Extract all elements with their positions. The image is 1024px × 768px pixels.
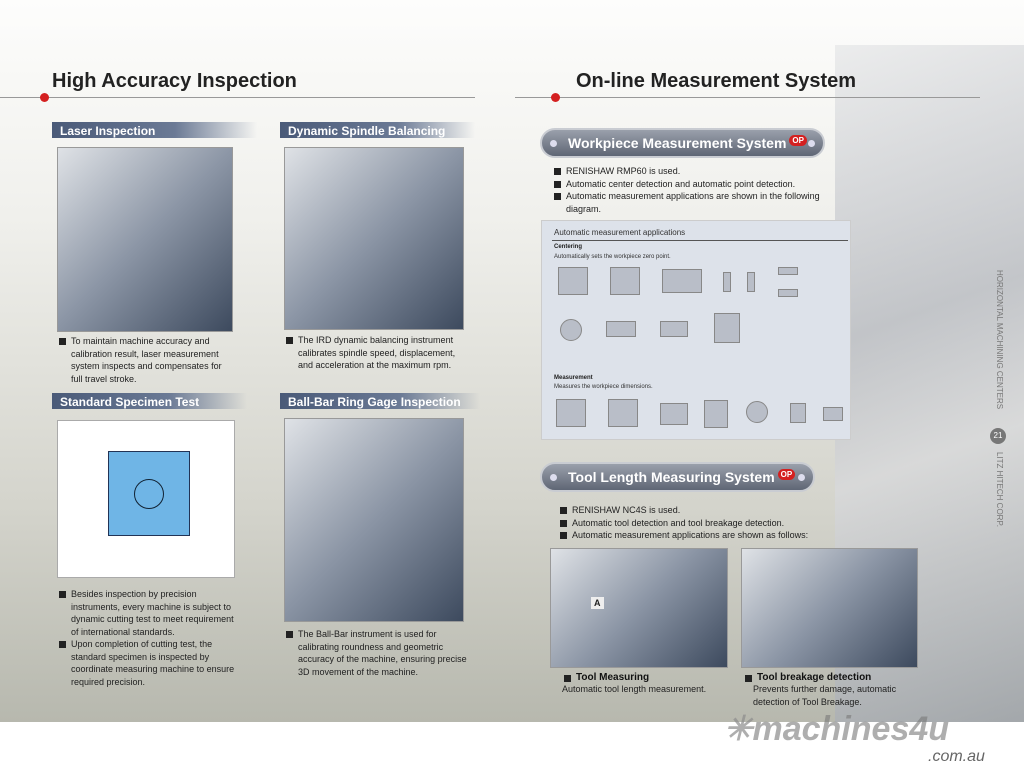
ballbar-text: The Ball-Bar instrument is used for cali… [284, 628, 474, 678]
laser-inspection-photo [57, 147, 233, 332]
watermark-brand: machines4u [752, 710, 950, 748]
tool-bullets: RENISHAW NC4S is used. Automatic tool de… [558, 504, 858, 542]
caption-tool-measuring: Tool Measuring Automatic tool length mea… [562, 672, 732, 696]
workpiece-bullets: RENISHAW RMP60 is used. Automatic center… [552, 165, 852, 215]
spindle-balancing-photo [284, 147, 464, 330]
red-dot [40, 93, 49, 102]
series-label: HORIZONTAL MACHINING CENTERS [995, 270, 1004, 410]
section-header-ballbar: Ball-Bar Ring Gage Inspection [280, 393, 480, 409]
watermark-domain: .com.au [928, 748, 985, 765]
page-number: 21 [990, 428, 1006, 444]
watermark-logo: ✳machines4u [724, 710, 950, 748]
laser-text: To maintain machine accuracy and calibra… [57, 335, 232, 385]
red-dot [551, 93, 560, 102]
measurement-desc: Measures the workpiece dimensions. [554, 384, 653, 390]
specimen-drawing [57, 420, 235, 578]
tool-breakage-photo [741, 548, 918, 668]
section-header-laser: Laser Inspection [52, 122, 257, 138]
op-badge: OP [777, 469, 796, 480]
right-title: On-line Measurement System [576, 70, 857, 92]
tool-header-label: Tool Length Measuring System [568, 469, 775, 485]
caption-title: Tool breakage detection [743, 672, 903, 683]
divider [515, 97, 980, 98]
company-label: LITZ HITECH CORP. [995, 452, 1004, 527]
caption-desc: Automatic tool length measurement. [562, 684, 707, 694]
section-header-spindle: Dynamic Spindle Balancing [280, 122, 475, 138]
photo-label-a: A [591, 597, 604, 609]
caption-title: Tool Measuring [562, 672, 732, 683]
specimen-text: Besides inspection by precision instrume… [57, 588, 242, 688]
workpiece-header-label: Workpiece Measurement System [568, 135, 787, 151]
section-header-specimen: Standard Specimen Test [52, 393, 247, 409]
spindle-text: The IRD dynamic balancing instrument cal… [284, 334, 464, 372]
caption-desc: Prevents further damage, automatic detec… [753, 684, 897, 707]
divider [0, 97, 475, 98]
tool-measuring-photo: A [550, 548, 728, 668]
centering-desc: Automatically sets the workpiece zero po… [554, 254, 671, 260]
centering-label: Centering [554, 244, 583, 250]
op-badge: OP [789, 135, 807, 146]
caption-tool-breakage: Tool breakage detection Prevents further… [743, 672, 903, 708]
ballbar-photo [284, 418, 464, 622]
diagram-title: Automatic measurement applications [554, 228, 686, 237]
brochure-page: High Accuracy Inspection On-line Measure… [0, 0, 1024, 722]
left-title: High Accuracy Inspection [52, 70, 297, 92]
measurement-label: Measurement [554, 375, 593, 381]
measurement-diagram: Automatic measurement applications Cente… [541, 220, 851, 440]
